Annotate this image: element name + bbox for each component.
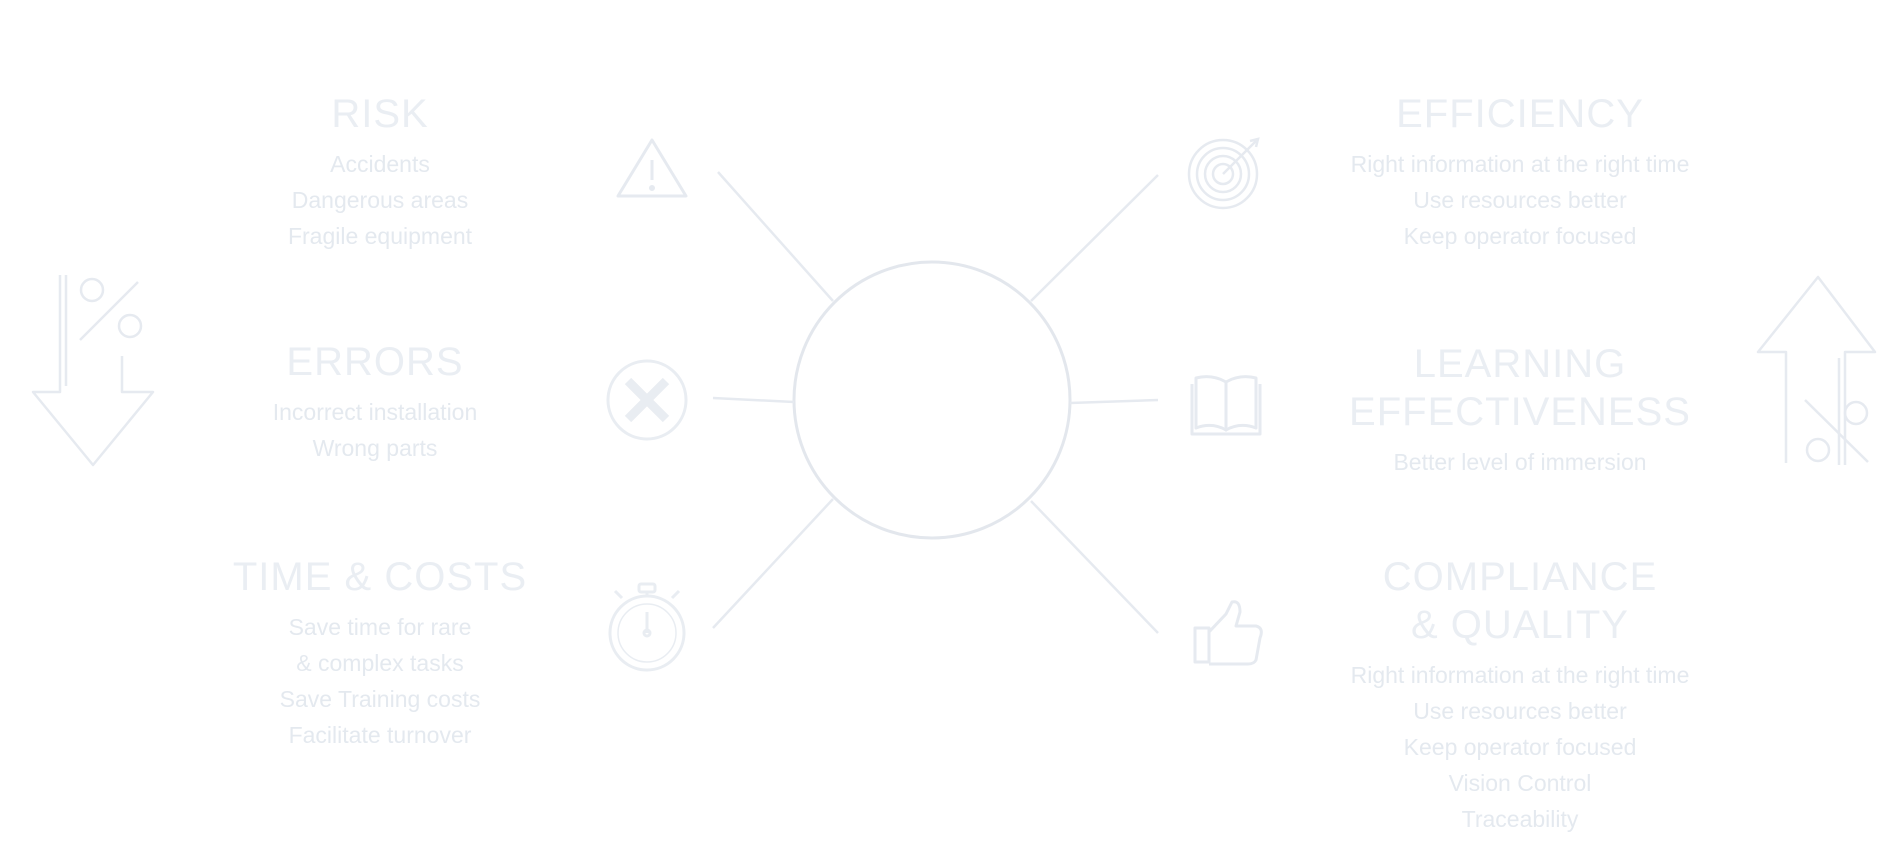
list-item: Use resources better	[1413, 187, 1627, 213]
section-time-costs: TIME & COSTS Save time for rare & comple…	[190, 553, 570, 753]
list-item: Dangerous areas	[291, 187, 469, 213]
section-learning-effectiveness: LEARNING EFFECTIVENESS Better level of i…	[1300, 340, 1740, 480]
section-title: LEARNING EFFECTIVENESS	[1349, 342, 1691, 434]
list-item: Keep operator focused	[1403, 223, 1637, 249]
open-book-icon	[1190, 375, 1262, 436]
list-item: Use resources better	[1413, 698, 1627, 724]
list-item: Fragile equipment	[287, 223, 473, 249]
list-item: Facilitate turnover	[288, 722, 472, 748]
section-compliance-quality: COMPLIANCE & QUALITY Right information a…	[1300, 553, 1740, 837]
section-items: Right information at the right time Use …	[1300, 146, 1740, 254]
spoke-compliance	[1030, 500, 1159, 634]
list-item: Save time for rare	[288, 614, 472, 640]
target-icon	[1187, 137, 1260, 210]
list-item: Better level of immersion	[1393, 449, 1647, 475]
list-item: Vision Control	[1448, 770, 1592, 796]
thumbs-up-icon	[1193, 600, 1263, 666]
spoke-errors	[712, 396, 795, 404]
section-title: COMPLIANCE & QUALITY	[1382, 555, 1658, 647]
section-title: EFFICIENCY	[1396, 92, 1644, 136]
spoke-risk	[717, 171, 834, 302]
list-item: Wrong parts	[312, 435, 438, 461]
section-errors: ERRORS Incorrect installation Wrong part…	[220, 338, 530, 466]
section-efficiency: EFFICIENCY Right information at the righ…	[1300, 90, 1740, 254]
list-item: & complex tasks	[296, 650, 464, 676]
section-title: ERRORS	[286, 340, 464, 384]
section-risk: RISK Accidents Dangerous areas Fragile e…	[230, 90, 530, 254]
stopwatch-icon	[608, 582, 686, 672]
section-items: Accidents Dangerous areas Fragile equipm…	[230, 146, 530, 254]
percent-down-arrow-icon	[31, 275, 155, 467]
spoke-efficiency	[1030, 174, 1159, 302]
list-item: Right information at the right time	[1350, 662, 1690, 688]
percent-up-arrow-icon	[1756, 275, 1877, 465]
x-circle-icon	[606, 359, 688, 441]
section-title: TIME & COSTS	[232, 555, 528, 599]
warning-triangle-icon	[616, 138, 688, 198]
list-item: Right information at the right time	[1350, 151, 1690, 177]
section-title: RISK	[331, 92, 429, 136]
list-item: Traceability	[1461, 806, 1579, 832]
list-item: Incorrect installation	[272, 399, 478, 425]
section-items: Incorrect installation Wrong parts	[220, 394, 530, 466]
section-items: Right information at the right time Use …	[1300, 657, 1740, 837]
spoke-learning	[1069, 398, 1159, 405]
list-item: Keep operator focused	[1403, 734, 1637, 760]
section-items: Save time for rare & complex tasks Save …	[190, 609, 570, 753]
section-items: Better level of immersion	[1300, 444, 1740, 480]
list-item: Accidents	[330, 151, 430, 177]
list-item: Save Training costs	[279, 686, 481, 712]
center-circle	[792, 260, 1072, 540]
spoke-time	[712, 498, 834, 629]
